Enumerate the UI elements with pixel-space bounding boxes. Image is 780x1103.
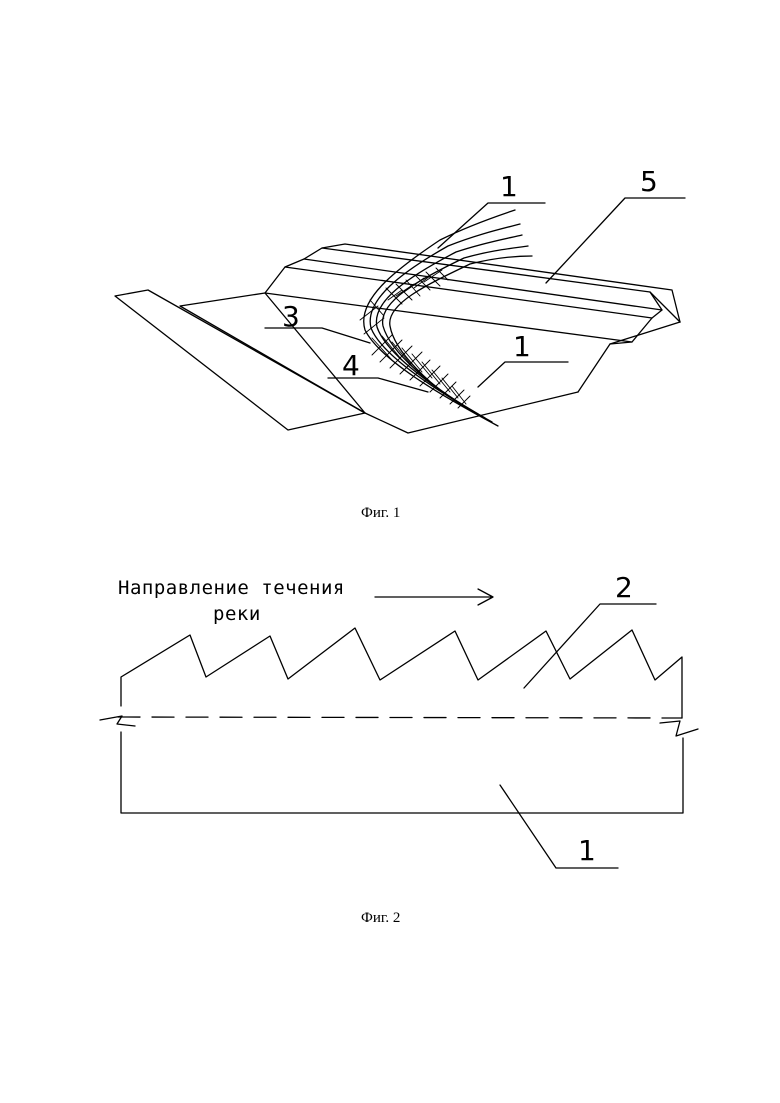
fig1-label-4: 4 <box>342 349 360 382</box>
fig1-label-3: 3 <box>282 300 300 333</box>
leader-1-fig2 <box>500 785 618 868</box>
figure-1-drawing: 1 5 3 4 1 <box>115 165 685 433</box>
dam-ridge-body <box>265 248 680 322</box>
flow-direction-text-line2: реки <box>213 603 261 625</box>
dam-ridge-crest-line-1 <box>304 259 662 310</box>
leader-1-right <box>478 362 568 387</box>
fig1-label-1-top: 1 <box>500 170 518 203</box>
sawtooth-groins <box>121 628 682 718</box>
flow-direction-text-line1: Направление течения <box>118 577 345 599</box>
figure-1-leaders <box>265 198 685 392</box>
fig1-label-5: 5 <box>640 165 658 198</box>
figure-2-caption: Фиг. 2 <box>361 910 400 927</box>
break-line-dashed <box>118 717 682 718</box>
flow-direction-arrow <box>375 589 493 605</box>
right-bank <box>578 322 680 392</box>
leader-5 <box>546 198 685 283</box>
leader-1-top <box>438 203 545 248</box>
break-mark-right <box>660 721 698 736</box>
base-structure <box>121 732 683 813</box>
dam-ridge-end-face <box>610 292 662 344</box>
leader-3 <box>265 328 370 343</box>
river-bed-bottom-edge <box>365 392 578 433</box>
figure-1-caption: Фиг. 1 <box>361 505 400 522</box>
river-bed-base <box>180 293 365 413</box>
left-slope-surface <box>115 290 365 430</box>
dam-ridge-crest-line-3 <box>265 293 632 342</box>
fig1-label-1-right: 1 <box>513 330 531 363</box>
fig2-label-2: 2 <box>615 571 633 604</box>
fig2-label-1: 1 <box>578 834 596 867</box>
dam-ridge-crest-line-2 <box>285 267 652 318</box>
leader-2 <box>524 604 656 688</box>
figure-2-drawing: Направление течения реки 2 1 <box>100 571 698 868</box>
